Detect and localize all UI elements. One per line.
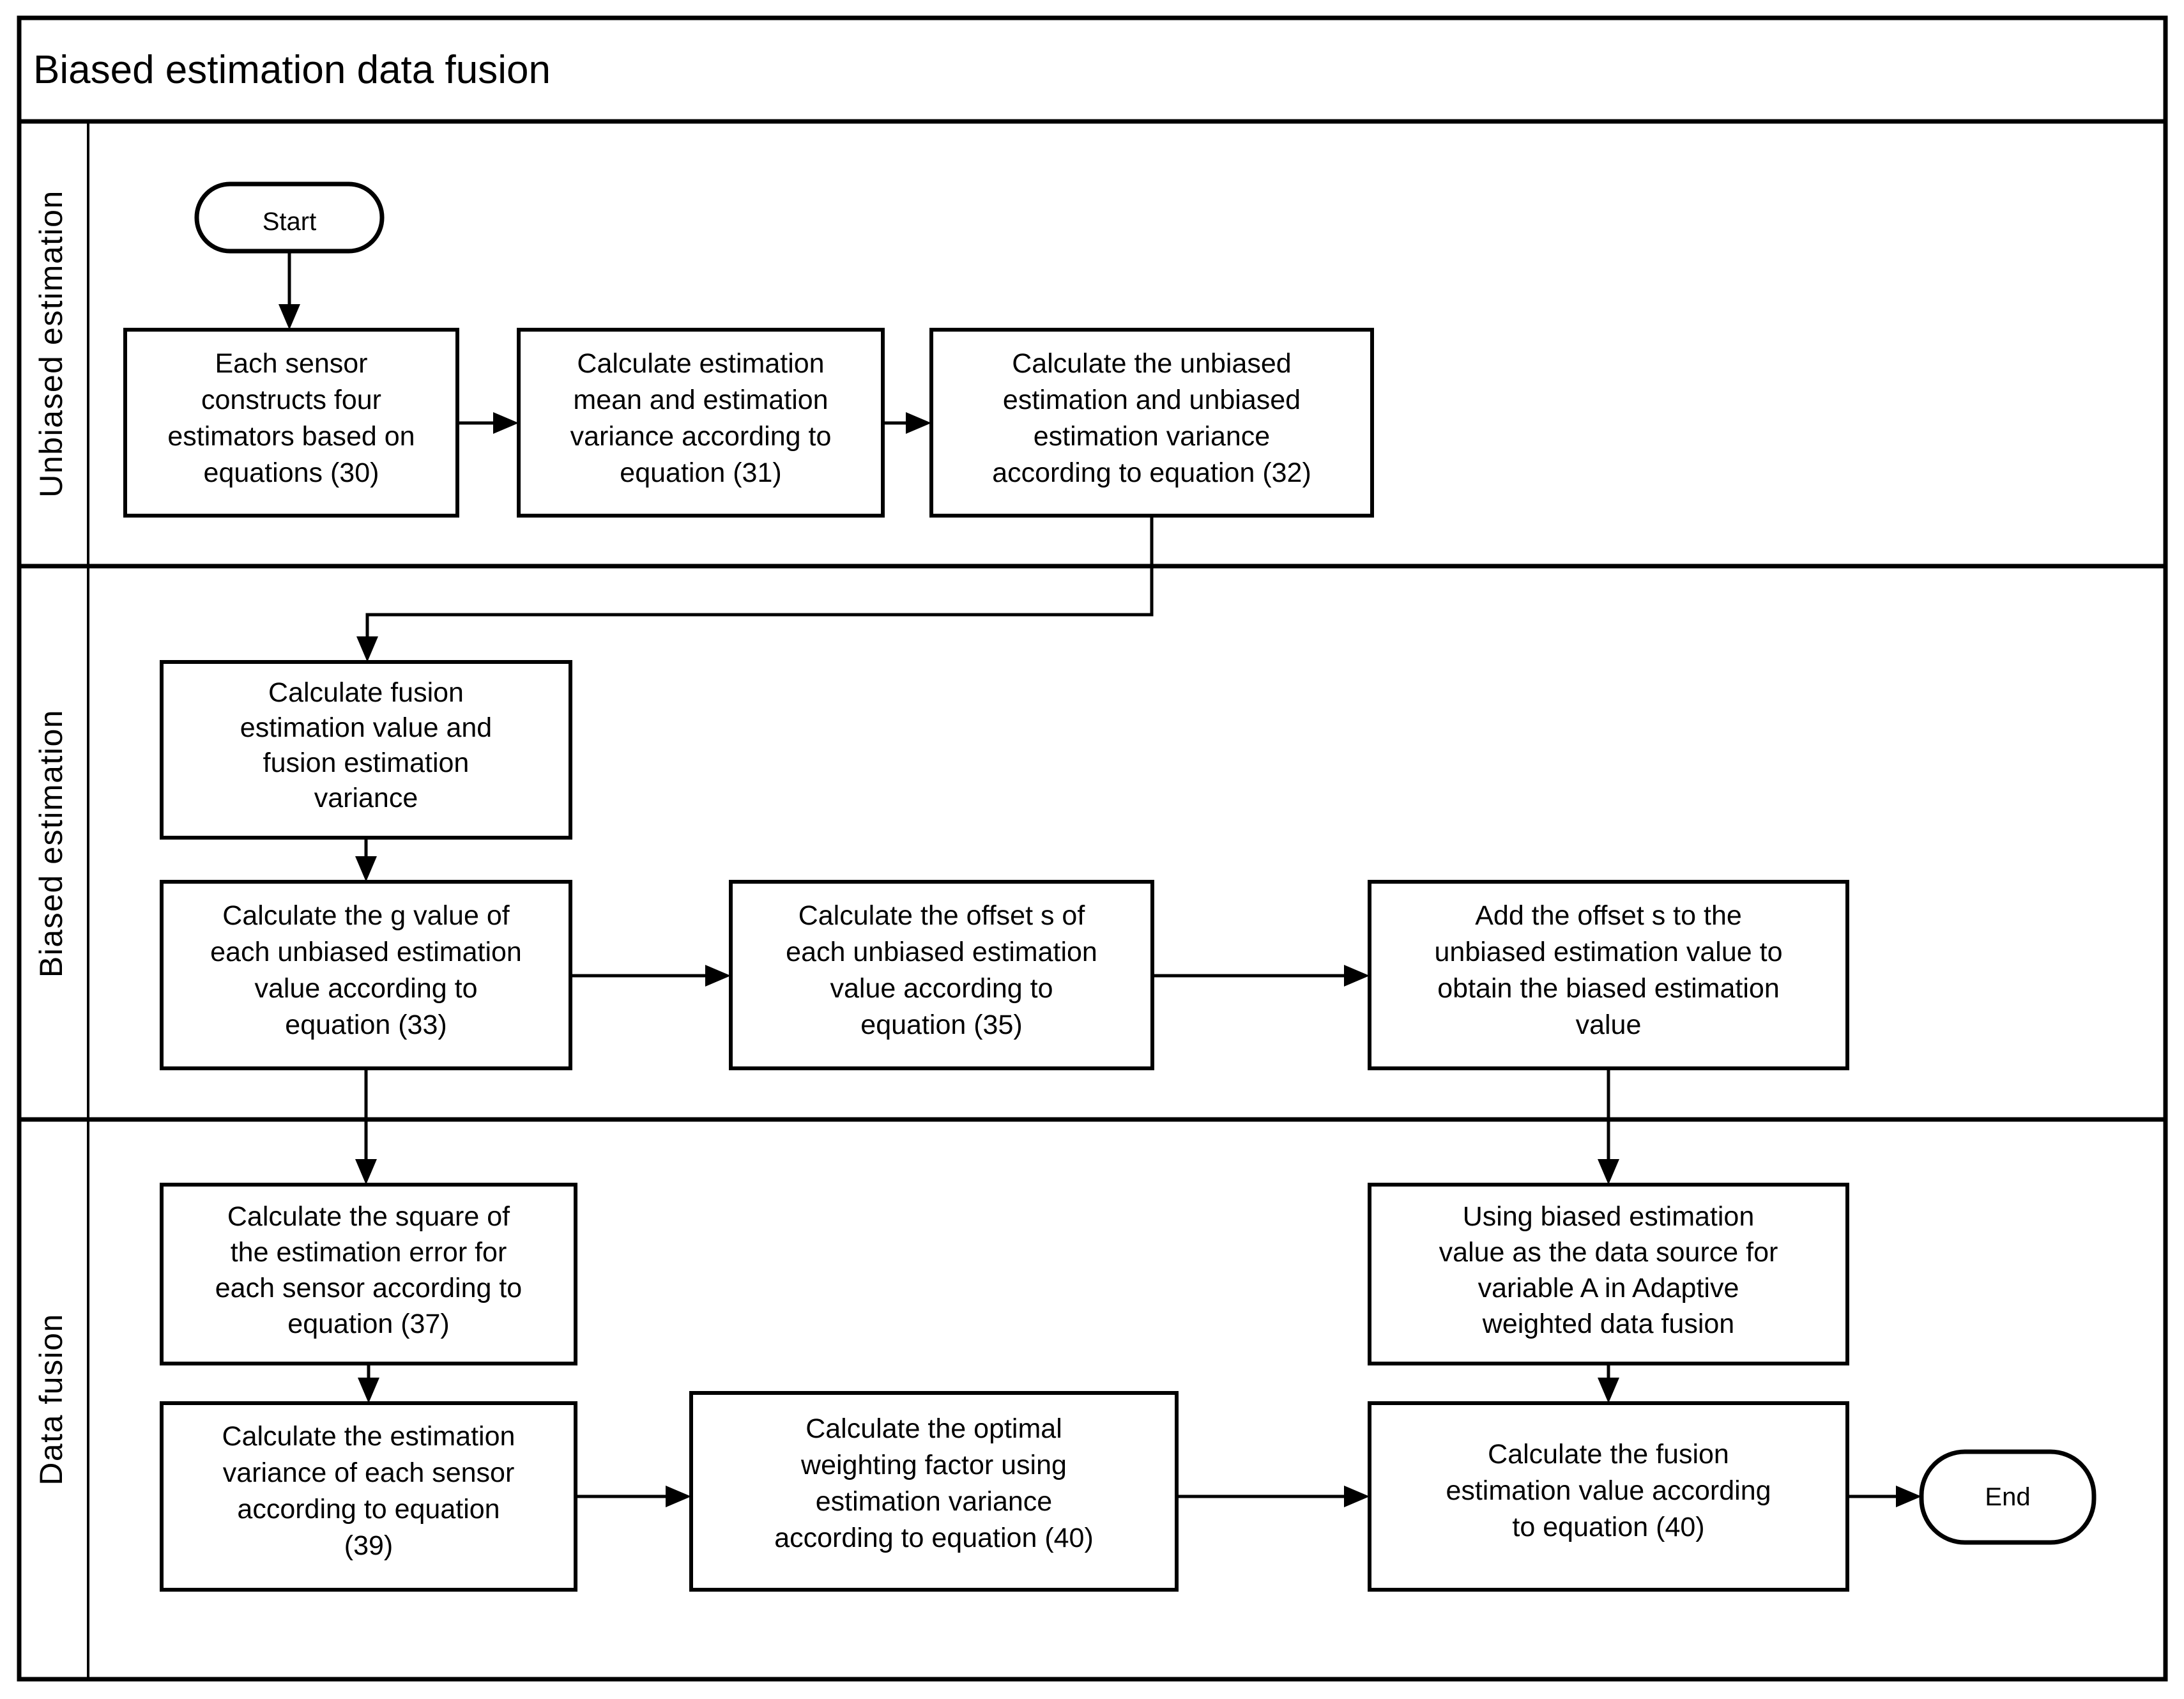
node-nfusion-line-1: estimation value and (240, 712, 492, 743)
node-nsource-line-0: Using biased estimation (1463, 1201, 1755, 1232)
node-n40f-line-2: to equation (40) (1512, 1512, 1704, 1542)
node-n30-line-1: constructs four (201, 385, 381, 415)
node-n32[interactable]: Calculate the unbiased estimation and un… (929, 328, 1374, 518)
node-n35-line-3: equation (35) (860, 1010, 1022, 1040)
node-n40w-line-2: estimation variance (816, 1486, 1052, 1517)
node-n32-line-2: estimation variance (1034, 421, 1270, 452)
node-n35-line-1: each unbiased estimation (786, 937, 1097, 967)
node-n33-line-3: equation (33) (285, 1010, 447, 1040)
node-nadd-line-0: Add the offset s to the (1475, 900, 1742, 931)
node-n39-line-1: variance of each sensor (223, 1457, 515, 1488)
node-n37-line-1: the estimation error for (231, 1237, 507, 1268)
node-n33-line-2: value according to (255, 973, 478, 1004)
node-nadd-line-1: unbiased estimation value to (1434, 937, 1782, 967)
node-nsource-line-3: weighted data fusion (1482, 1309, 1734, 1339)
node-nadd-line-2: obtain the biased estimation (1437, 973, 1779, 1004)
node-n32-line-3: according to equation (32) (992, 457, 1311, 488)
node-nsource[interactable]: Using biased estimation value as the dat… (1368, 1183, 1849, 1365)
edge-start-to-n30 (279, 251, 300, 330)
node-n40f-line-1: estimation value according (1446, 1475, 1771, 1506)
node-n39-line-2: according to equation (237, 1494, 500, 1525)
edge-n33-to-n35 (570, 965, 731, 987)
lane-label-biased: Biased estimation (33, 709, 69, 978)
node-n31-line-2: variance according to (570, 421, 832, 452)
lane-label-data-fusion-text: Data fusion (33, 1313, 69, 1485)
edge-n32-to-nfusion (356, 516, 1154, 662)
node-n33-line-0: Calculate the g value of (222, 900, 510, 931)
diagram-frame (17, 15, 2168, 1682)
node-end[interactable]: End (1919, 1449, 2096, 1545)
edge-n40f-to-end (1847, 1486, 1921, 1507)
node-nsource-line-1: value as the data source for (1439, 1237, 1778, 1268)
node-nfusion[interactable]: Calculate fusion estimation value and fu… (160, 660, 572, 840)
node-nadd[interactable]: Add the offset s to the unbiased estimat… (1368, 880, 1849, 1070)
node-n39-line-0: Calculate the estimation (222, 1421, 515, 1452)
node-n35-line-2: value according to (830, 973, 1053, 1004)
node-n33[interactable]: Calculate the g value of each unbiased e… (160, 880, 572, 1070)
node-start-label: Start (263, 208, 316, 236)
node-nfusion-line-3: variance (314, 783, 418, 813)
node-n31-line-3: equation (31) (620, 457, 781, 488)
node-n35-line-0: Calculate the offset s of (798, 900, 1086, 931)
node-n30-line-3: equations (30) (204, 457, 379, 488)
node-end-label: End (1985, 1483, 2030, 1511)
node-n32-line-0: Calculate the unbiased (1012, 348, 1291, 379)
node-n40w-line-1: weighting factor using (800, 1450, 1067, 1480)
edge-n31-to-n32 (883, 412, 931, 434)
lane-label-biased-text: Biased estimation (33, 709, 69, 978)
node-n31[interactable]: Calculate estimation mean and estimation… (517, 328, 885, 518)
node-n33-line-1: each unbiased estimation (210, 937, 522, 967)
node-start[interactable]: Start (194, 181, 385, 254)
diagram-title: Biased estimation data fusion (33, 48, 551, 92)
node-n39[interactable]: Calculate the estimation variance of eac… (160, 1401, 577, 1592)
edge-n40w-to-n40f (1177, 1486, 1370, 1507)
node-n40f-line-0: Calculate the fusion (1488, 1439, 1729, 1470)
edge-n37-to-n39 (358, 1364, 379, 1403)
node-n32-line-1: estimation and unbiased (1003, 385, 1301, 415)
node-n40f[interactable]: Calculate the fusion estimation value ac… (1368, 1401, 1849, 1592)
edge-n39-to-n40w (576, 1486, 691, 1507)
edge-nfusion-to-n33 (355, 838, 377, 882)
node-n39-line-3: (39) (344, 1530, 393, 1561)
node-n30-line-0: Each sensor (215, 348, 367, 379)
node-n40w[interactable]: Calculate the optimal weighting factor u… (689, 1391, 1179, 1592)
node-nfusion-line-2: fusion estimation (263, 748, 470, 778)
node-nsource-line-2: variable A in Adaptive (1478, 1273, 1739, 1303)
edge-n30-to-n31 (457, 412, 519, 434)
edge-nsource-to-n40f (1598, 1364, 1619, 1403)
lane-label-unbiased-text: Unbiased estimation (33, 190, 69, 498)
node-n37[interactable]: Calculate the square of the estimation e… (160, 1183, 577, 1365)
edge-nadd-to-nsource (1598, 1068, 1619, 1185)
lane-label-data-fusion: Data fusion (33, 1313, 69, 1485)
node-nadd-line-3: value (1576, 1010, 1642, 1040)
node-nfusion-line-0: Calculate fusion (268, 677, 464, 708)
node-n30-line-2: estimators based on (167, 421, 415, 452)
edge-n33-to-n37 (355, 1068, 377, 1185)
node-n40w-line-3: according to equation (40) (774, 1523, 1094, 1553)
node-n40w-line-0: Calculate the optimal (806, 1413, 1062, 1444)
node-n37-line-0: Calculate the square of (227, 1201, 510, 1232)
lane-label-unbiased: Unbiased estimation (33, 190, 69, 498)
node-n35[interactable]: Calculate the offset s of each unbiased … (729, 880, 1154, 1070)
node-n31-line-0: Calculate estimation (577, 348, 824, 379)
node-n37-line-2: each sensor according to (215, 1273, 522, 1303)
node-n31-line-1: mean and estimation (573, 385, 828, 415)
node-n30[interactable]: Each sensor constructs four estimators b… (123, 328, 459, 518)
edge-n35-to-nadd (1152, 965, 1370, 987)
node-n37-line-3: equation (37) (287, 1309, 449, 1339)
